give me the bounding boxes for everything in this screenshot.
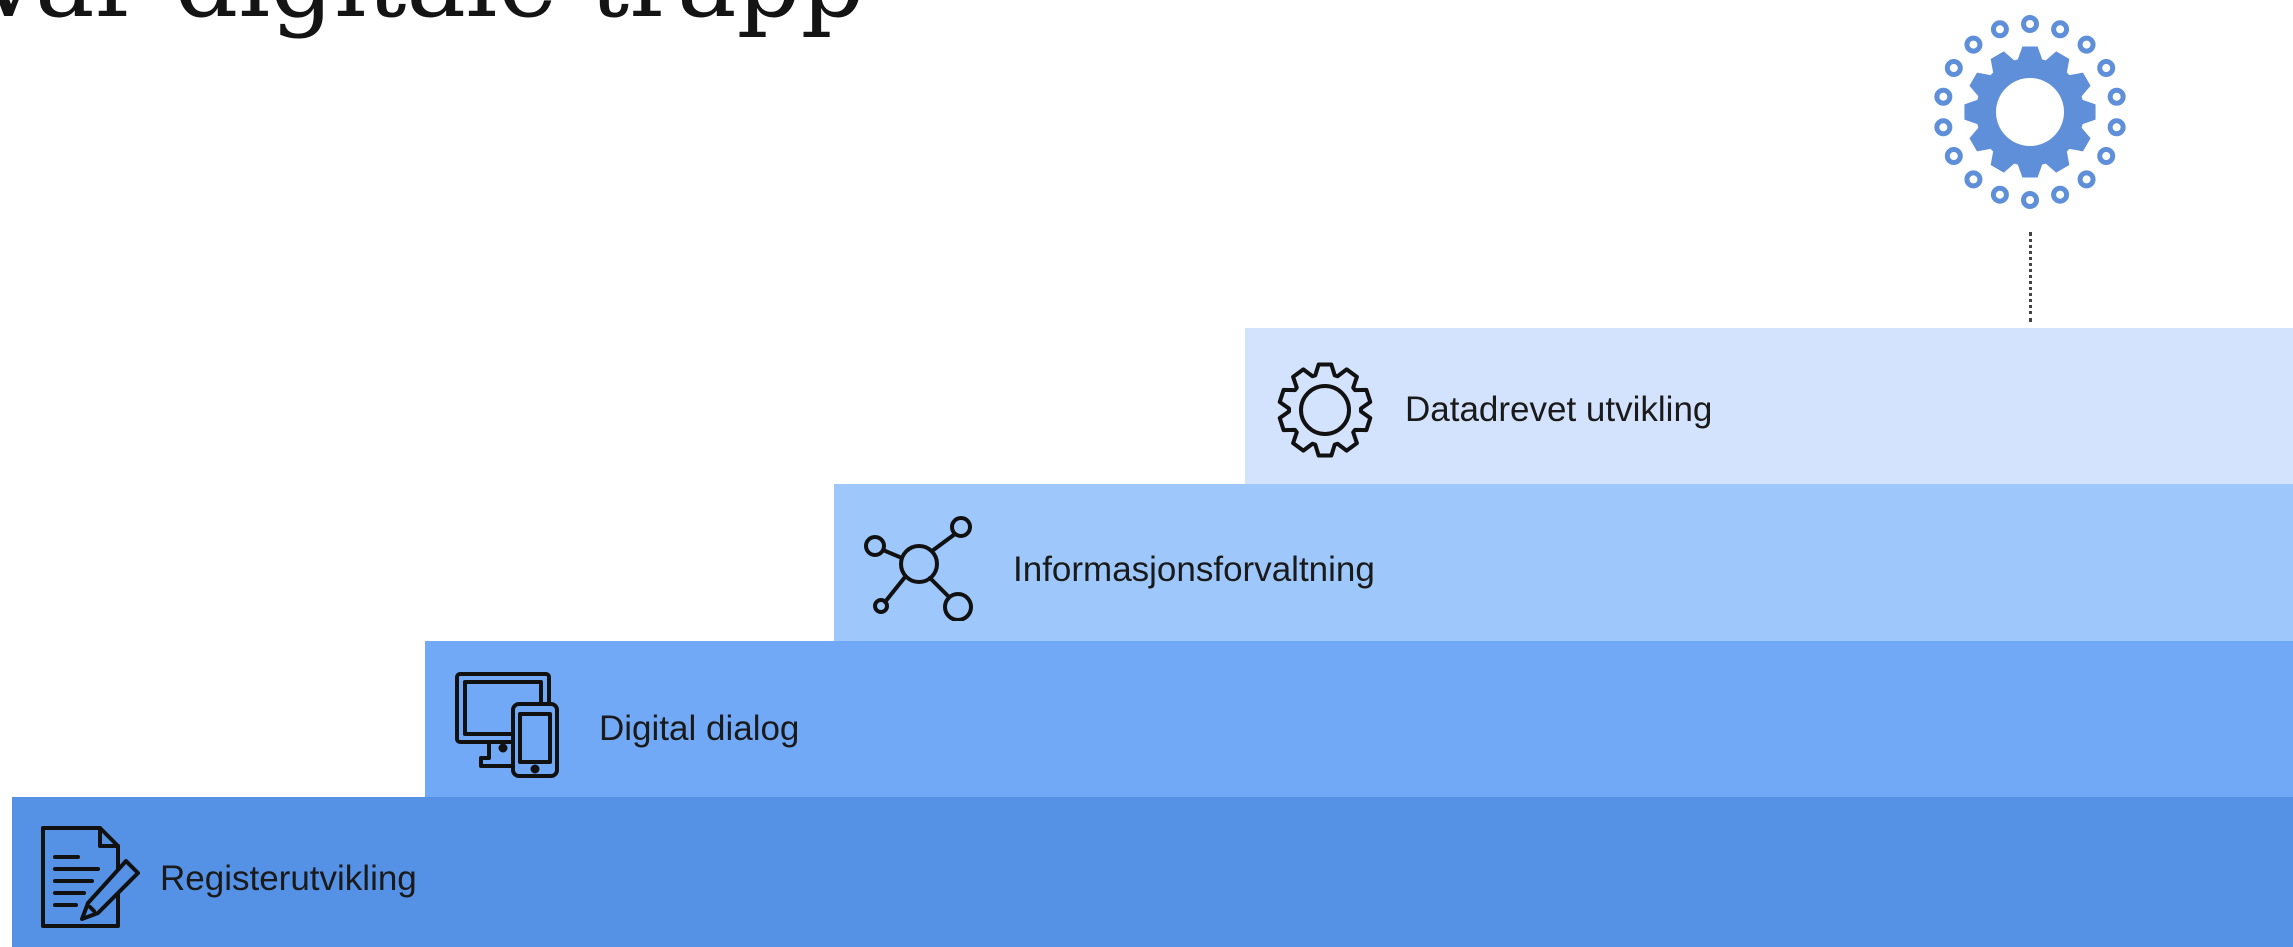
step-datadrevet-utvikling: Datadrevet utvikling [1245,328,2293,484]
step-label: Digital dialog [599,709,800,748]
devices-icon [453,670,563,780]
step-digital-dialog: Digital dialog [425,641,2293,797]
page-title: Vår digitale trapp [0,0,865,42]
step-registerutvikling: Registerutvikling [12,797,2293,947]
step-label: Datadrevet utvikling [1405,390,1713,429]
gear-icon [1275,360,1375,460]
step-label: Registerutvikling [160,859,417,898]
dotted-connector [2029,232,2032,322]
step-informasjonsforvaltning: Informasjonsforvaltning [834,484,2293,641]
document-edit-icon [38,823,144,931]
step-label: Informasjonsforvaltning [1013,550,1375,589]
network-nodes-icon [860,503,978,622]
data-gear-icon [1930,12,2130,212]
